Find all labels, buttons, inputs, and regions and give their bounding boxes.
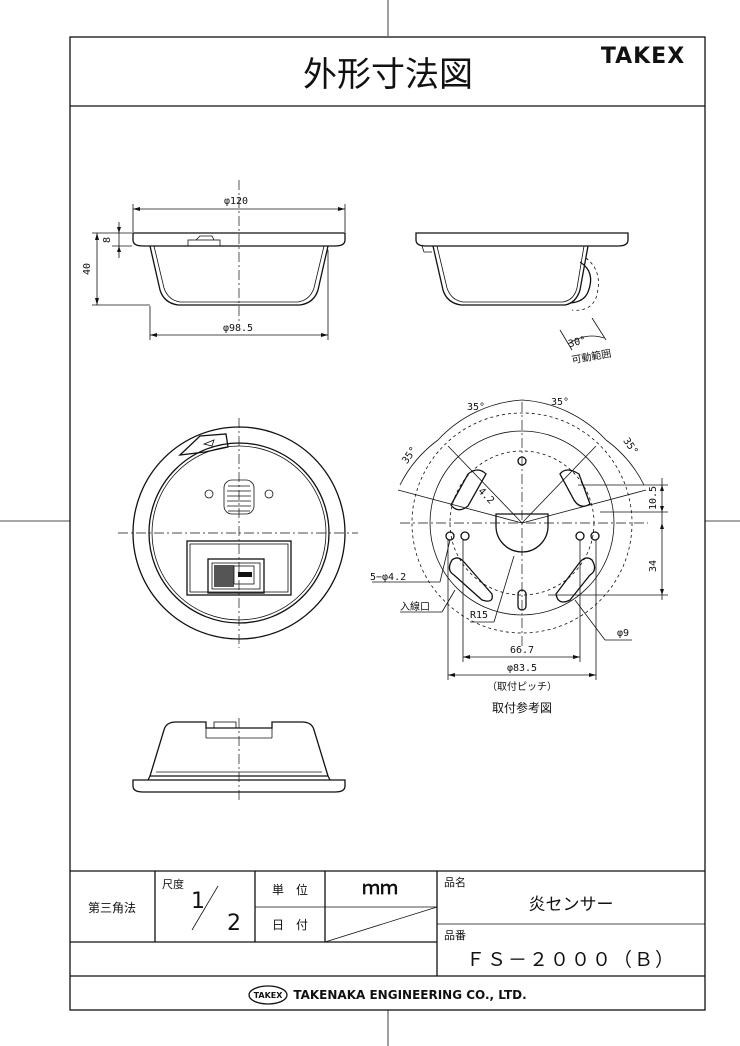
angle-35-b: 35° <box>551 397 569 408</box>
part-number-label: 品番 <box>444 929 466 942</box>
part-number: ＦＳ－２０００（Ｂ） <box>466 949 676 971</box>
date-label: 日 付 <box>272 918 308 932</box>
front-view: φ120 φ98.5 40 8 <box>82 180 346 340</box>
dim-34: 34 <box>648 560 659 572</box>
unit-label: 単 位 <box>272 882 308 897</box>
dim-height-40: 40 <box>82 263 93 275</box>
unit-value: ｍｍ <box>362 878 398 899</box>
scale-label: 尺度 <box>162 877 184 891</box>
product-name: 炎センサー <box>529 895 614 915</box>
top-view <box>118 418 358 648</box>
angle-35-d: 35° <box>620 436 639 457</box>
dim-4-2: 4.2 <box>475 486 496 507</box>
bottom-side-view <box>132 718 346 800</box>
angle-35-a: 35° <box>467 402 485 413</box>
dim-phi83-5: φ83.5 <box>507 663 537 674</box>
company-logo: TAKEX <box>248 985 288 1005</box>
side-view: 30° 可動範囲 <box>415 232 629 367</box>
page-title: 外形寸法図 <box>303 55 473 95</box>
scale-numerator: 1 <box>191 889 205 914</box>
label-inlet: 入線口 <box>400 600 430 613</box>
dim-66-7: 66.7 <box>510 645 534 656</box>
dim-phi120: φ120 <box>224 196 248 207</box>
title-block <box>70 870 705 977</box>
dim-phi98-5: φ98.5 <box>223 323 253 334</box>
brand-logo: TAKEX <box>601 44 685 69</box>
dim-angle-30: 30° <box>567 335 587 350</box>
company-badge: TAKEX <box>254 991 284 1000</box>
scale-denominator: 2 <box>227 911 241 936</box>
label-movable-range: 可動範囲 <box>571 347 613 367</box>
label-pitch-note: （取付ピッチ） <box>487 680 557 693</box>
angle-35-c: 35° <box>400 445 419 466</box>
product-name-label: 品名 <box>444 875 466 889</box>
sheet-frame <box>69 36 706 1011</box>
company-name: TAKENAKA ENGINEERING CO., LTD. <box>293 988 526 1002</box>
label-holes: 5−φ4.2 <box>370 572 406 583</box>
projection-label: 第三角法 <box>88 901 136 915</box>
label-r15: R15 <box>470 610 488 621</box>
label-mount-ref: 取付参考図 <box>492 700 552 715</box>
label-phi9: φ9 <box>617 628 629 639</box>
dim-rim-8: 8 <box>102 237 113 243</box>
mount-reference: 35° 35° 35° 35° 4.2 10.5 34 5−φ4.2 入線口 R… <box>370 397 668 715</box>
dim-10-5: 10.5 <box>648 486 659 510</box>
